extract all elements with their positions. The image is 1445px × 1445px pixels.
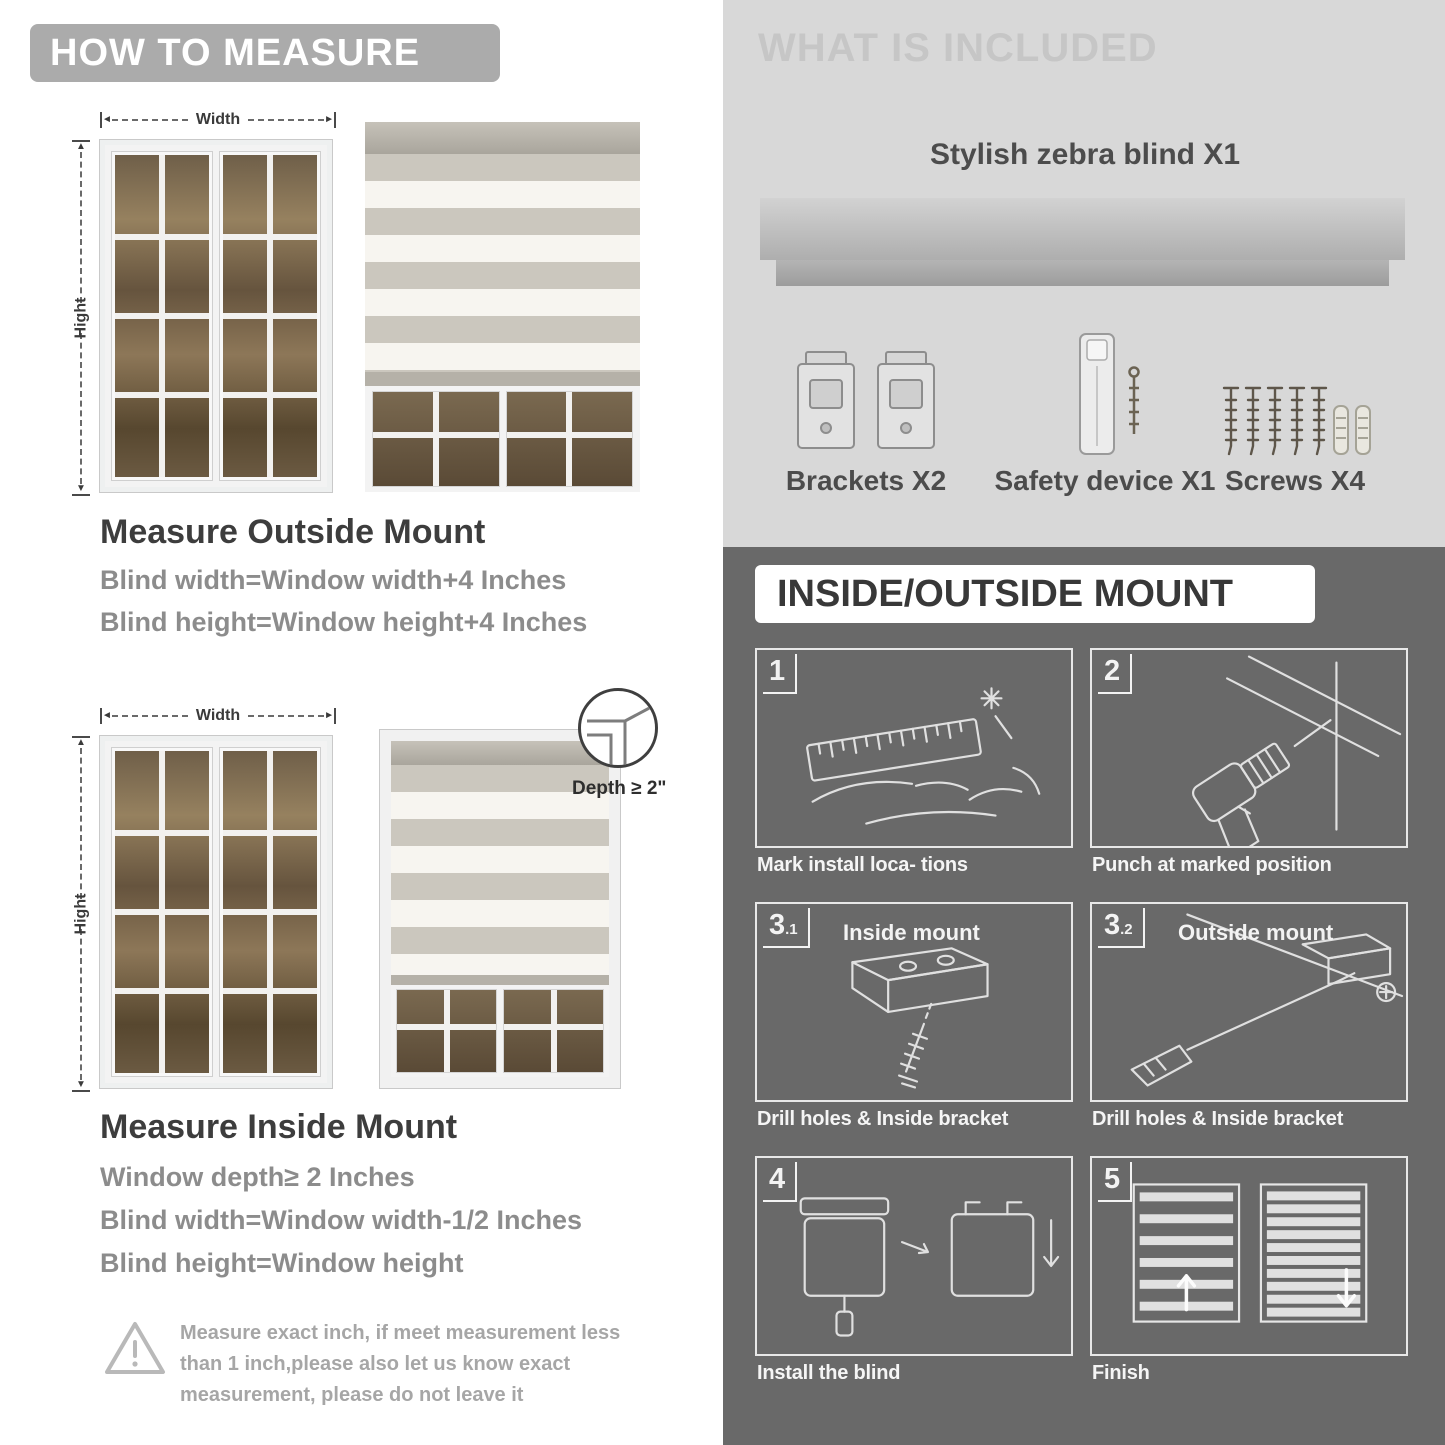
dashed-line (111, 715, 188, 717)
step-caption: Finish (1092, 1362, 1150, 1384)
step-caption: Drill holes & Inside bracket (757, 1108, 1009, 1130)
dashed-line (248, 715, 325, 717)
arrow-down-icon: ▼ (76, 483, 86, 494)
window-sash (504, 990, 603, 1072)
step-number: 5 (1098, 1162, 1133, 1202)
height-label: Hight (72, 297, 89, 339)
measurement-warning-text: Measure exact inch, if meet measurement … (180, 1322, 621, 1406)
blind-headrail (365, 122, 640, 154)
window-sash (220, 152, 320, 480)
blind-headrail-lip (776, 260, 1389, 286)
what-is-included-title: WHAT IS INCLUDED (758, 26, 1158, 70)
frame-corner-detail-icon (587, 703, 655, 765)
dashed-line (80, 152, 82, 303)
inside-bracket-illustration (851, 947, 989, 1089)
window-photo-outside (100, 140, 332, 492)
arrow-up-icon: ▲ (76, 737, 86, 748)
width-arrow-outside: ◄ Width ► (100, 111, 336, 128)
dashed-line (111, 119, 188, 121)
dashed-line (248, 119, 325, 121)
blind-headrail-image (760, 198, 1405, 260)
blind-bottomrail (365, 372, 640, 386)
blind-outside-mount-image (365, 122, 640, 492)
outside-mount-heading: Measure Outside Mount (100, 513, 486, 551)
mount-step-panel-1: 1 (755, 648, 1073, 848)
width-label: Width (195, 707, 241, 724)
step-number: 3.2 (1098, 908, 1145, 948)
step-number: 1 (763, 654, 798, 694)
window-sash (373, 392, 499, 486)
install-blind-illustration (799, 1197, 1060, 1337)
window-sash (112, 748, 212, 1076)
window-below-blind (391, 985, 609, 1077)
window-sash (397, 990, 496, 1072)
window-sash (220, 748, 320, 1076)
blind-stripes (391, 765, 609, 975)
height-arrow-outside: ▲ Hight ▼ (72, 140, 90, 496)
inside-mount-heading: Measure Inside Mount (100, 1108, 458, 1146)
mount-step-panel-3-1: 3.1 Inside mount (755, 902, 1073, 1102)
mount-step-panel-5: 5 (1090, 1156, 1408, 1356)
arrow-down-icon: ▼ (76, 1079, 86, 1090)
arrow-up-icon: ▲ (76, 141, 86, 152)
step-caption: Install the blind (757, 1362, 901, 1384)
blind-bottomrail (391, 975, 609, 985)
drill-illustration (1191, 655, 1402, 846)
window-frame (380, 730, 620, 1088)
screws-icon (1222, 386, 1371, 456)
step-number: 3.1 (763, 908, 810, 948)
window-photo-inside (100, 736, 332, 1088)
window-below-blind (365, 386, 640, 492)
brackets-label: Brackets X2 (785, 465, 947, 496)
outside-bracket-illustration (1130, 913, 1404, 1087)
arrow-right-icon: ► (324, 114, 334, 125)
mount-step-panel-4: 4 (755, 1156, 1073, 1356)
mount-section-title: INSIDE/OUTSIDE MOUNT (755, 565, 1315, 623)
inside-width-formula: Blind width=Window width-1/2 Inches (100, 1205, 583, 1235)
inside-depth-rule: Window depth≥ 2 Inches (100, 1162, 415, 1192)
safety-device-icon (1079, 333, 1140, 455)
brackets-icon (797, 351, 935, 449)
inside-height-formula: Blind height=Window height (100, 1248, 464, 1278)
window-sash (506, 392, 632, 486)
blind-inside-mount-image (380, 730, 620, 1088)
outside-height-formula: Blind height=Window height+4 Inches (100, 607, 588, 637)
warning-icon (105, 1322, 165, 1374)
depth-detail-circle (578, 688, 658, 768)
height-label: Hight (72, 893, 89, 935)
mount-step-panel-2: 2 (1090, 648, 1408, 848)
how-to-measure-banner: HOW TO MEASURE (30, 24, 500, 82)
safety-device-label: Safety device X1 (994, 465, 1216, 496)
step-number: 2 (1098, 654, 1133, 694)
arrow-right-icon: ► (324, 710, 334, 721)
height-arrow-inside: ▲ Hight ▼ (72, 736, 90, 1092)
step-title: Outside mount (1178, 920, 1334, 945)
finish-illustration (1132, 1183, 1368, 1323)
width-label: Width (195, 111, 241, 128)
dashed-line (80, 748, 82, 899)
step-caption: Mark install loca- tions (757, 854, 968, 876)
window-sash (112, 152, 212, 480)
arrow-left-icon: ◄ (102, 710, 112, 721)
depth-label: Depth ≥ 2" (572, 778, 667, 799)
blind-stripes (365, 154, 640, 372)
step-caption: Drill holes & Inside bracket (1092, 1108, 1344, 1130)
outside-width-formula: Blind width=Window width+4 Inches (100, 565, 567, 595)
mount-step-panel-3-2: 3.2 Outside mount (1090, 902, 1408, 1102)
zebra-blind-label: Stylish zebra blind X1 (929, 138, 1241, 171)
arrow-left-icon: ◄ (102, 114, 112, 125)
dashed-line (80, 929, 82, 1080)
width-arrow-inside: ◄ Width ► (100, 707, 336, 724)
blind-headrail (391, 741, 609, 765)
mark-location-illustration (806, 687, 1041, 825)
dashed-line (80, 333, 82, 484)
step-number: 4 (763, 1162, 798, 1202)
screws-label: Screws X4 (1224, 465, 1366, 496)
step-caption: Punch at marked position (1092, 854, 1332, 876)
step-title: Inside mount (843, 920, 980, 945)
